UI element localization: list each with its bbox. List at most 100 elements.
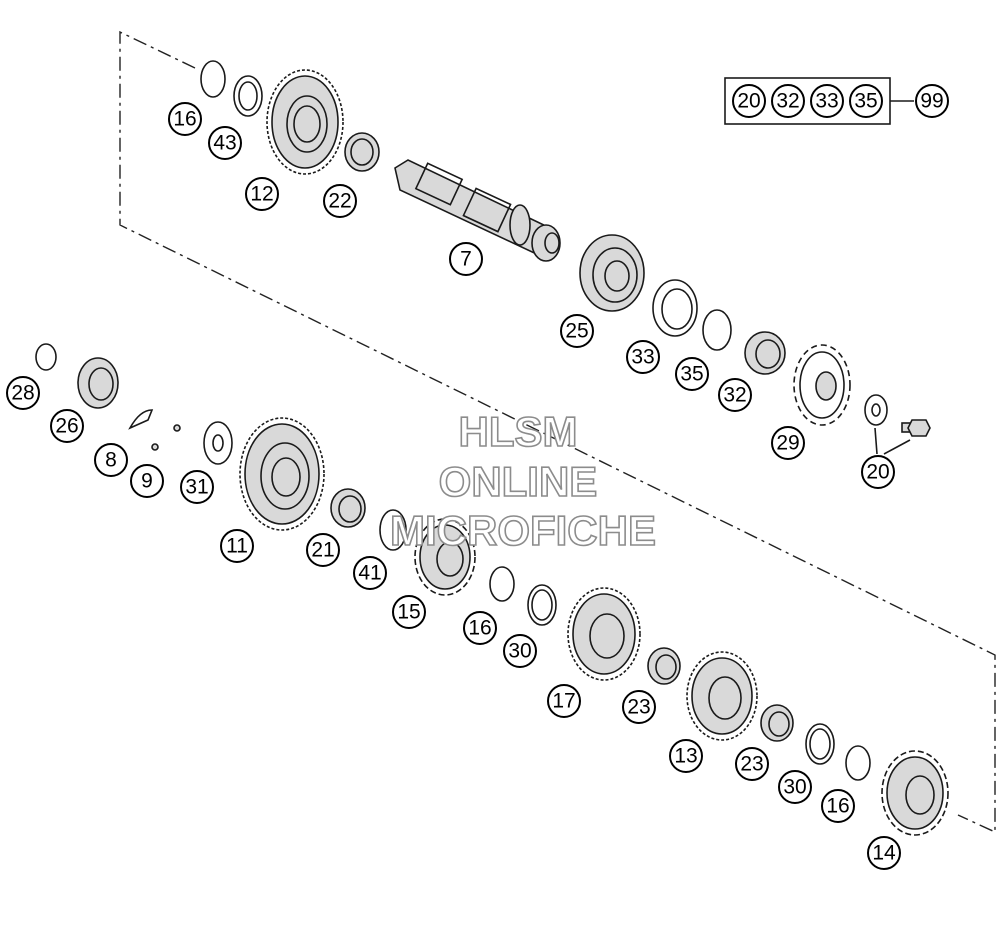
callout-16: 16 — [821, 789, 855, 823]
part-bushing-23-upper — [647, 647, 681, 685]
assembly-outline — [119, 30, 996, 834]
part-washer-30-middle — [527, 584, 557, 626]
svg-text:21: 21 — [311, 539, 334, 562]
svg-text:14: 14 — [872, 842, 896, 865]
svg-text:32: 32 — [776, 90, 799, 113]
part-gear-17 — [567, 587, 641, 681]
svg-text:20: 20 — [866, 461, 889, 484]
kit-callout-32: 32 — [771, 84, 805, 118]
callout-41: 41 — [353, 556, 387, 590]
svg-text:23: 23 — [740, 753, 763, 776]
svg-text:7: 7 — [460, 248, 472, 271]
kit-callout-35: 35 — [849, 84, 883, 118]
callout-16: 16 — [463, 611, 497, 645]
callout-11: 11 — [220, 529, 254, 563]
part-retainer-8 — [128, 409, 154, 430]
callout-14: 14 — [867, 836, 901, 870]
kit-callout-33: 33 — [810, 84, 844, 118]
svg-text:15: 15 — [397, 601, 420, 624]
svg-text:29: 29 — [776, 432, 799, 455]
watermark-line3: MICROFICHE — [390, 507, 656, 554]
callout-8: 8 — [94, 443, 128, 477]
part-circlip-16-middle — [489, 566, 515, 602]
part-washer-and-bolt-20 — [864, 394, 931, 455]
part-washer-31 — [203, 421, 233, 465]
callout-16: 16 — [168, 102, 202, 136]
part-washer-41 — [379, 509, 407, 551]
svg-text:16: 16 — [468, 617, 491, 640]
part-washer-43 — [233, 75, 263, 117]
svg-text:26: 26 — [55, 415, 78, 438]
watermark: HLSM ONLINE MICROFICHE — [389, 407, 657, 555]
part-gear-12 — [266, 69, 344, 175]
callout-9: 9 — [130, 464, 164, 498]
part-washer-30-lower — [805, 723, 835, 765]
callout-26: 26 — [50, 409, 84, 443]
callout-35: 35 — [675, 357, 709, 391]
svg-text:9: 9 — [141, 470, 153, 493]
kit-callout-99: 99 — [915, 84, 949, 118]
part-bushing-23-lower — [760, 704, 794, 742]
svg-text:11: 11 — [226, 535, 248, 558]
svg-text:22: 22 — [328, 190, 351, 213]
part-o-ring-35 — [702, 309, 732, 351]
svg-text:8: 8 — [105, 449, 117, 472]
part-bushing-21 — [330, 488, 366, 528]
kit-box — [724, 77, 914, 125]
svg-text:25: 25 — [565, 320, 588, 343]
svg-text:16: 16 — [173, 108, 196, 131]
callout-12: 12 — [245, 177, 279, 211]
watermark-line1: HLSM — [459, 408, 578, 455]
svg-text:16: 16 — [826, 795, 849, 818]
svg-text:35: 35 — [854, 90, 877, 113]
part-bearing-25 — [579, 234, 645, 312]
svg-text:30: 30 — [783, 776, 806, 799]
svg-text:99: 99 — [920, 90, 943, 113]
part-gear-14 — [881, 750, 949, 836]
callout-23: 23 — [735, 747, 769, 781]
callout-25: 25 — [560, 314, 594, 348]
part-gear-15 — [414, 518, 476, 596]
part-bushing-22 — [344, 132, 380, 172]
svg-text:28: 28 — [11, 382, 34, 405]
callout-7: 7 — [449, 242, 483, 276]
svg-text:33: 33 — [631, 346, 654, 369]
callout-32: 32 — [718, 378, 752, 412]
part-gear-13 — [686, 651, 758, 741]
svg-text:32: 32 — [723, 384, 746, 407]
svg-text:17: 17 — [552, 690, 575, 713]
watermark-line2: ONLINE — [439, 458, 598, 505]
part-gear-11 — [239, 417, 325, 531]
callout-23: 23 — [622, 690, 656, 724]
callout-21: 21 — [306, 533, 340, 567]
part-sprocket-29 — [793, 344, 851, 426]
callout-28: 28 — [6, 376, 40, 410]
svg-text:13: 13 — [674, 745, 697, 768]
callout-30: 30 — [503, 634, 537, 668]
svg-text:12: 12 — [250, 183, 273, 206]
part-spacer-32 — [744, 331, 786, 375]
callout-43: 43 — [208, 126, 242, 160]
part-circlip-28 — [35, 343, 57, 371]
svg-text:43: 43 — [213, 132, 236, 155]
svg-text:35: 35 — [680, 363, 703, 386]
svg-text:23: 23 — [627, 696, 650, 719]
callout-17: 17 — [547, 684, 581, 718]
callout-15: 15 — [392, 595, 426, 629]
kit-callout-20: 20 — [732, 84, 766, 118]
part-main-shaft-7 — [394, 159, 561, 262]
callout-22: 22 — [323, 184, 357, 218]
callout-13: 13 — [669, 739, 703, 773]
part-circlip-16-lower — [845, 745, 871, 781]
callout-20: 20 — [861, 455, 895, 489]
callout-30: 30 — [778, 770, 812, 804]
svg-text:41: 41 — [358, 562, 381, 585]
svg-text:20: 20 — [737, 90, 760, 113]
svg-text:30: 30 — [508, 640, 531, 663]
part-screw-9 — [151, 424, 181, 451]
svg-text:33: 33 — [815, 90, 838, 113]
svg-text:31: 31 — [185, 476, 208, 499]
part-seal-33 — [652, 279, 698, 337]
callout-29: 29 — [771, 426, 805, 460]
